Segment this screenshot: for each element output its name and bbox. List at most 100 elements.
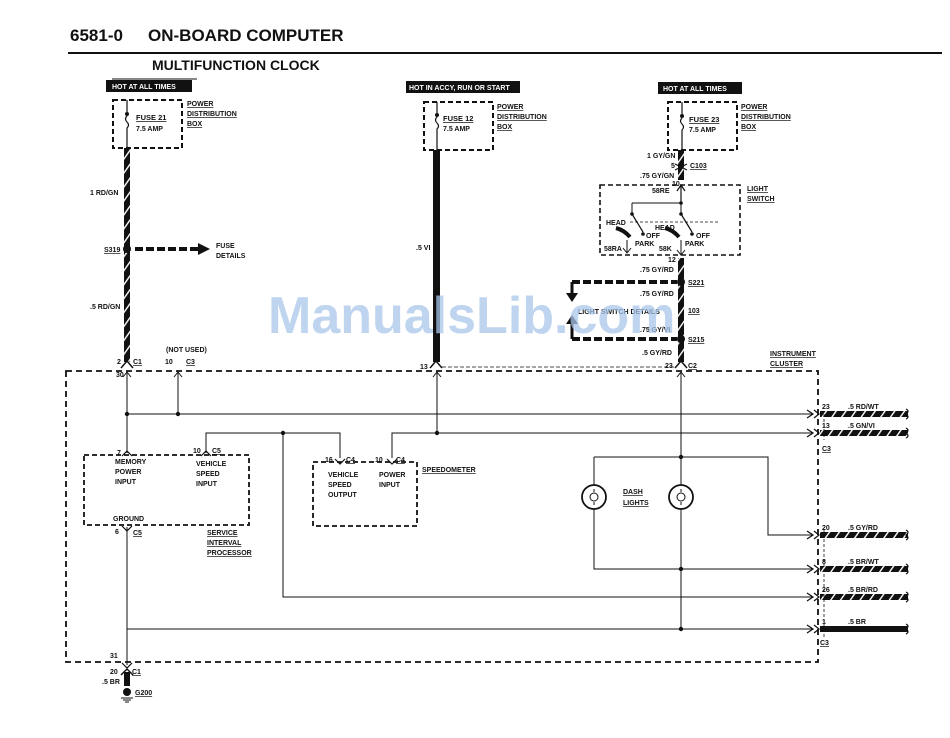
wire-label-3: .75 GY/RD (640, 267, 674, 274)
fuse-21-circuit: HOT AT ALL TIMES FUSE 21 7.5 AMP POWER D… (106, 80, 237, 149)
right-wire: 1 GY/GN 5 C103 .75 GY/GN 10 LIGHT SWITCH… (566, 150, 775, 370)
hot-label: HOT AT ALL TIMES (112, 84, 176, 91)
service-interval-processor: 7 MEMORY POWER INPUT 10 C5 VEHICLE SPEED… (83, 448, 252, 557)
vsi-label-3: INPUT (196, 481, 218, 488)
middle-wire: .5 VI 13 (416, 150, 675, 371)
switch-contact-head-1 (615, 226, 632, 239)
fuse-icon (434, 102, 440, 150)
output-wire-label: .5 GY/RD (848, 525, 878, 532)
connector-arrow-icon (200, 450, 212, 457)
output-wire-label: .5 BR (848, 619, 866, 626)
box-label-2: DISTRIBUTION (741, 114, 791, 121)
conn-vsi: C5 (212, 448, 221, 455)
connector-arrow-icon (806, 564, 820, 574)
pin-c1: 2 (117, 359, 121, 366)
wire-br (124, 672, 130, 686)
dash-light-bulb-icon (581, 484, 607, 510)
box-label-2: DISTRIBUTION (497, 114, 547, 121)
fuse-rating: 7.5 AMP (689, 127, 716, 134)
not-used-label: (NOT USED) (166, 347, 207, 354)
head-label-1: HEAD (606, 220, 626, 227)
cluster-label-2: CLUSTER (770, 361, 803, 368)
sip-label-1: SERVICE (207, 530, 238, 537)
connector-arrow-icon (432, 371, 442, 378)
wire-rd-gn (124, 148, 130, 362)
output-wire-label: .5 BR/RD (848, 587, 878, 594)
splice-s215-icon (677, 335, 685, 343)
output-wire-label: .5 RD/WT (848, 404, 879, 411)
arrow-down-icon (622, 240, 632, 254)
switch-pivot-2 (679, 212, 683, 216)
connector-c1-icon (120, 359, 134, 369)
switch-contact-off-1 (641, 232, 645, 236)
box-label-1: POWER (187, 101, 213, 108)
hot-tag (658, 82, 742, 94)
splice-s215-label: S215 (688, 337, 704, 344)
connector-arrow-icon (806, 624, 820, 634)
wire-label-upper: 1 RD/GN (90, 190, 118, 197)
conn-pi: C4 (396, 457, 405, 464)
splice-s221-icon (677, 278, 685, 286)
switch-contact-head-2 (664, 226, 681, 239)
terminal-58re: 58RE (652, 188, 670, 195)
output-wire (820, 594, 908, 600)
conn-103: 103 (688, 308, 700, 315)
vsi-label-2: SPEED (196, 471, 220, 478)
pin-pi: 10 (375, 457, 383, 464)
output-pin: 13 (822, 423, 830, 430)
fuse-rating: 7.5 AMP (136, 126, 163, 133)
arrow-down-icon (676, 240, 686, 256)
vso-label-3: OUTPUT (328, 492, 358, 499)
output-wire (820, 532, 908, 538)
dash-light-bulb-icon (668, 484, 694, 510)
hot-label: HOT IN ACCY, RUN OR START (409, 85, 510, 92)
left-wire: 1 RD/GN S319 FUSE DETAILS .5 RD/GN 2 C1 … (90, 148, 246, 379)
wire-to-pin-13 (391, 432, 812, 458)
wire-continues-icon (905, 591, 909, 603)
speedometer-box (312, 461, 418, 527)
power-distribution-box (667, 101, 738, 151)
box-label-3: BOX (187, 121, 203, 128)
watermark: ManualsLib.com (268, 287, 675, 345)
box-label-2: DISTRIBUTION (187, 111, 237, 118)
connector-arrow-icon (334, 458, 346, 465)
connector-arrow-icon (121, 525, 133, 532)
conn-c3-lower: C3 (820, 640, 829, 647)
pin-vso: 16 (325, 457, 333, 464)
pin-vsi: 10 (193, 448, 201, 455)
fuse-12-circuit: HOT IN ACCY, RUN OR START FUSE 12 7.5 AM… (406, 81, 547, 151)
connector-arrow-icon (806, 428, 820, 438)
connector-c2-icon (674, 359, 688, 369)
wire-label-lower: .5 RD/GN (90, 304, 120, 311)
connector-arrow-icon (173, 371, 183, 378)
output-connector: 23.5 RD/WT (806, 404, 909, 420)
wire-gy-rd (678, 258, 684, 362)
wire-continues-icon (905, 408, 909, 420)
fuse-icon (679, 102, 685, 150)
vsi-label-1: VEHICLE (196, 461, 227, 468)
memory-label-1: MEMORY (115, 459, 147, 466)
pin-31: 31 (110, 653, 118, 660)
output-pin: 8 (822, 559, 826, 566)
light-switch-box (599, 184, 741, 256)
pin-ground: 6 (115, 529, 119, 536)
ground-circuit: 31 20 C1 .5 BR G200 (102, 653, 152, 703)
wire-continues-icon (905, 623, 909, 635)
connector-arrow-icon (806, 409, 820, 419)
fuse-name: FUSE 23 (689, 115, 719, 124)
connector-icon (429, 359, 443, 369)
conn-ground: C5 (133, 530, 142, 537)
pin-20: 20 (110, 669, 118, 676)
arrow-down-icon (566, 293, 578, 302)
wire-gy-gn (678, 150, 684, 180)
dash-lights-label-1: DASH (623, 489, 643, 496)
power-distribution-box (423, 101, 494, 151)
wire-continues-icon (905, 427, 909, 439)
arrow-right-icon (198, 243, 210, 255)
dash-lights-label-2: LIGHTS (623, 500, 649, 507)
speedometer-label: SPEEDOMETER (422, 467, 476, 474)
wire-to-pin-20 (594, 456, 812, 536)
connector-c103-icon (674, 163, 688, 171)
switch-details-label: LIGHT SWITCH DETAILS (578, 309, 660, 316)
